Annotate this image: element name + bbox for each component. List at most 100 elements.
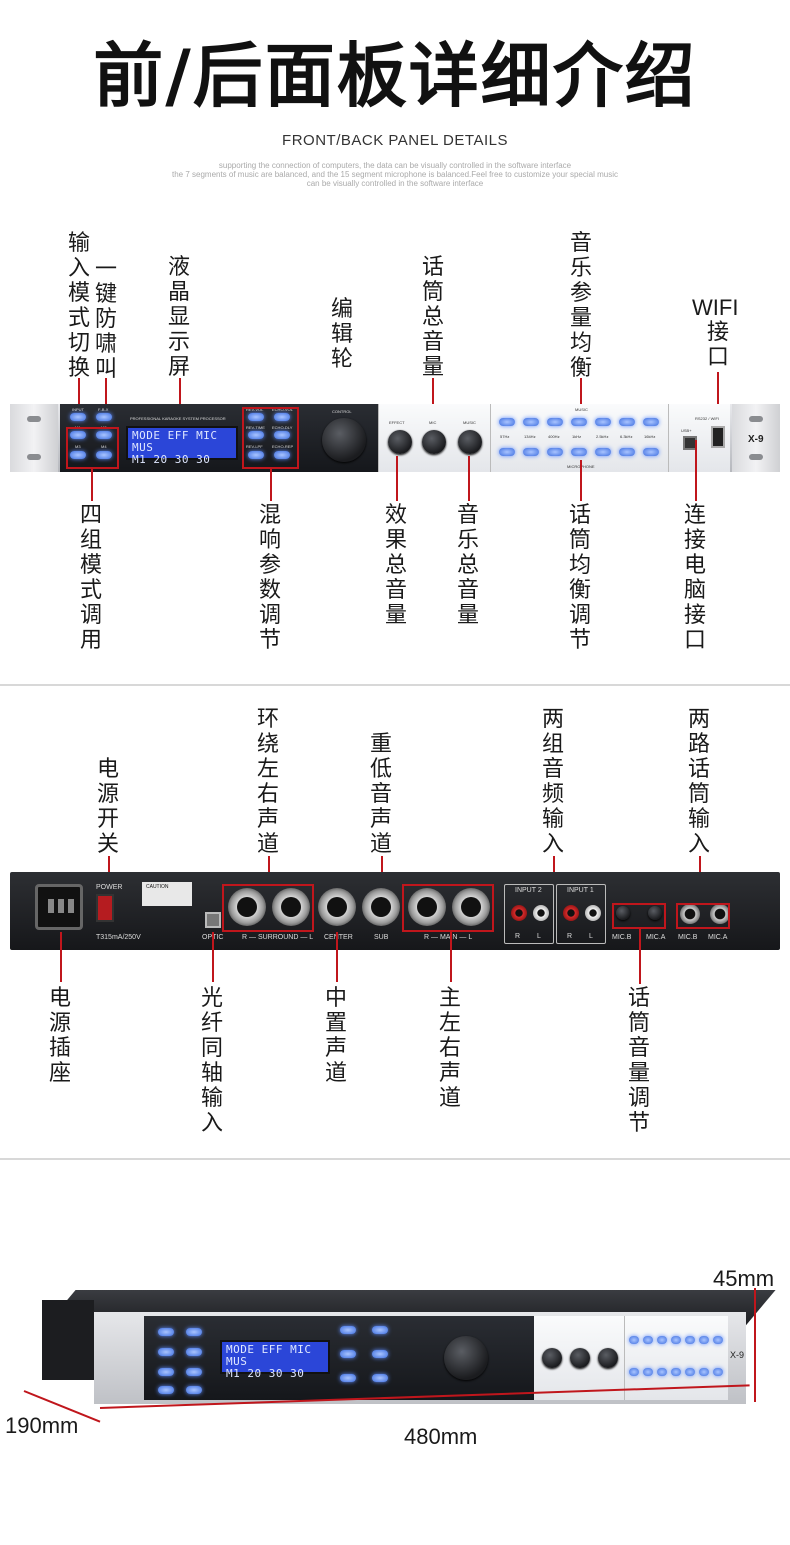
led-button	[372, 1350, 388, 1358]
led-button	[158, 1348, 174, 1356]
mode-m4-button[interactable]	[96, 451, 112, 459]
port-section: RS232 / WIFI USB+	[668, 404, 730, 472]
eq-music-button[interactable]	[523, 418, 539, 426]
rs232-label: RS232 / WIFI	[695, 416, 720, 421]
device-model-label: X-9	[730, 1350, 745, 1360]
power-socket[interactable]	[35, 884, 83, 930]
mic-b-jack[interactable]	[680, 904, 700, 924]
rack-hole	[749, 454, 763, 460]
label-center: 中置声道	[324, 986, 347, 1086]
label-optical: 光纤同轴输入	[200, 986, 223, 1136]
eq-mic-button[interactable]	[547, 448, 563, 456]
eq-frequency-label: 400Hz	[548, 434, 560, 439]
eq-music-button[interactable]	[547, 418, 563, 426]
mic-a-jack[interactable]	[710, 904, 730, 924]
page-title: 前/后面板详细介绍	[93, 35, 697, 117]
label-music-eq: 音乐参量均衡	[569, 231, 592, 381]
label-mic-volume: 话筒总音量	[421, 255, 444, 380]
xlr-main-r[interactable]	[408, 888, 446, 926]
effect-volume-knob[interactable]	[388, 430, 412, 454]
mic-b-volume-trim[interactable]	[616, 906, 630, 920]
lcd-display: MODE EFF MIC MUS M1 20 30 30	[126, 426, 238, 466]
rca-input-1-l[interactable]	[585, 905, 601, 921]
eq-music-button[interactable]	[643, 418, 659, 426]
m3-label: M3	[75, 444, 81, 449]
eq-mic-button[interactable]	[499, 448, 515, 456]
anti-howl-button[interactable]	[96, 413, 112, 421]
eq-music-button[interactable]	[499, 418, 515, 426]
volume-section: EFFECT MIC MUSIC	[378, 404, 490, 472]
optical-port[interactable]	[205, 912, 221, 928]
l-label: L	[589, 933, 593, 940]
pointer-line	[78, 378, 80, 406]
rack-hole	[749, 416, 763, 422]
surround-label: R — SURROUND — L	[242, 934, 314, 941]
input-1-label: INPUT 1	[567, 887, 594, 894]
rev-time-label: REV-TIME	[246, 425, 265, 430]
echo-vol-button[interactable]	[274, 413, 290, 421]
input-mode-button[interactable]	[70, 413, 86, 421]
label-surround: 环绕左右声道	[256, 707, 279, 857]
rev-lpf-button[interactable]	[248, 451, 264, 459]
eq-mic-button[interactable]	[571, 448, 587, 456]
device-lcd-row-1: MODE EFF MIC MUS	[226, 1343, 312, 1368]
device-front: MODE EFF MIC MUS M1 20 30 30 X-9	[94, 1312, 746, 1404]
label-wifi: WIFI	[692, 295, 739, 320]
xlr-surround-r[interactable]	[228, 888, 266, 926]
rev-time-button[interactable]	[248, 431, 264, 439]
eq-music-button[interactable]	[571, 418, 587, 426]
highlight-mode-buttons	[66, 427, 119, 469]
description-line-2: the 7 segments of music are balanced, an…	[171, 170, 618, 179]
mode-m2-button[interactable]	[96, 431, 112, 439]
xlr-main-l[interactable]	[452, 888, 490, 926]
eq-frequency-label: 16kHz	[644, 434, 656, 439]
rca-input-1-r[interactable]	[563, 905, 579, 921]
pointer-line	[105, 378, 107, 406]
pointer-line	[212, 932, 214, 982]
mic-b-label: MIC.B	[678, 934, 698, 941]
eq-music-button[interactable]	[619, 418, 635, 426]
music-volume-knob[interactable]	[458, 430, 482, 454]
model-label: X-9	[748, 434, 764, 445]
pointer-line	[450, 932, 452, 982]
dimension-height: 45mm	[713, 1266, 775, 1291]
label-two-mics: 两路话筒输入	[687, 707, 710, 857]
effect-label: EFFECT	[389, 420, 405, 425]
eq-mic-button[interactable]	[619, 448, 635, 456]
rca-input-2-r[interactable]	[511, 905, 527, 921]
pointer-line	[270, 469, 272, 501]
mic-b-trim-label: MIC.B	[612, 934, 632, 941]
control-wheel-knob[interactable]	[322, 418, 366, 462]
pointer-line	[91, 469, 93, 501]
echo-rep-label: ECHO-REP	[272, 444, 294, 449]
led-button	[340, 1374, 356, 1382]
echo-dly-button[interactable]	[274, 431, 290, 439]
xlr-sub[interactable]	[362, 888, 400, 926]
rev-vol-button[interactable]	[248, 413, 264, 421]
mic-a-volume-trim[interactable]	[648, 906, 662, 920]
xlr-surround-l[interactable]	[272, 888, 310, 926]
fbx-button-label: F-B-X	[98, 407, 109, 412]
mode-m3-button[interactable]	[70, 451, 86, 459]
device-knob	[598, 1348, 618, 1368]
center-label: CENTER	[324, 934, 353, 941]
mic-volume-knob[interactable]	[422, 430, 446, 454]
mode-m1-button[interactable]	[70, 431, 86, 439]
usb-a-port[interactable]	[711, 426, 725, 448]
led-button	[186, 1348, 202, 1356]
l-label: L	[537, 933, 541, 940]
pointer-line	[268, 856, 270, 886]
page-subtitle: FRONT/BACK PANEL DETAILS	[282, 132, 508, 149]
device-eq-led	[713, 1368, 723, 1376]
highlight-mic-jacks	[676, 903, 730, 929]
power-switch[interactable]	[96, 894, 114, 922]
xlr-center[interactable]	[318, 888, 356, 926]
eq-music-button[interactable]	[595, 418, 611, 426]
eq-mic-button[interactable]	[643, 448, 659, 456]
device-knob	[570, 1348, 590, 1368]
echo-rep-button[interactable]	[274, 451, 290, 459]
rca-input-2-l[interactable]	[533, 905, 549, 921]
music-label: MUSIC	[463, 420, 476, 425]
eq-mic-button[interactable]	[595, 448, 611, 456]
eq-mic-button[interactable]	[523, 448, 539, 456]
